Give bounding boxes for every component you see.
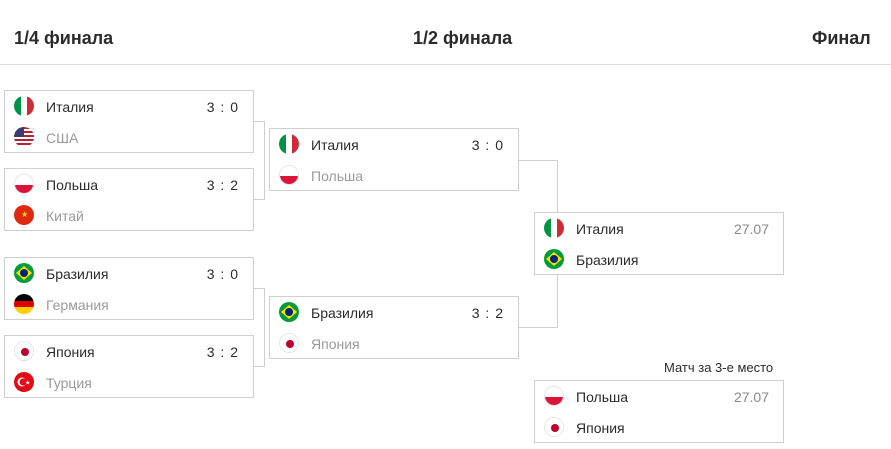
- bracket-connector: [557, 275, 558, 328]
- team-name: Япония: [576, 419, 625, 436]
- match-date: 27.07: [733, 388, 769, 405]
- usa-flag-icon: [14, 127, 34, 147]
- china-flag-icon: ★: [14, 205, 34, 225]
- italy-flag-icon: [279, 134, 299, 154]
- team-row: Италия 27.07: [535, 213, 783, 244]
- svg-text:★: ★: [25, 380, 30, 387]
- bracket-connector: [254, 288, 264, 289]
- team-name: Япония: [46, 343, 95, 360]
- team-row: Бразилия: [535, 244, 783, 275]
- team-name: Италия: [311, 136, 359, 153]
- bracket-connector: [519, 160, 557, 161]
- header-quarterfinals: 1/4 финала: [14, 28, 114, 48]
- brazil-flag-icon: [279, 302, 299, 322]
- team-row: Италия 3 : 0: [5, 91, 253, 122]
- team-name: Италия: [576, 220, 624, 237]
- team-name: США: [46, 129, 79, 146]
- team-row: Германия: [5, 289, 253, 320]
- bracket-connector: [254, 121, 264, 122]
- team-row: Италия 3 : 0: [270, 129, 518, 160]
- header-final: Финал: [812, 28, 871, 48]
- italy-flag-icon: [14, 96, 34, 116]
- quarterfinal-match-2[interactable]: Польша 3 : 2 ★ Китай: [4, 168, 254, 231]
- match-score: 3 : 0: [471, 136, 504, 153]
- bracket-connector: [264, 288, 265, 367]
- bracket-connector: [254, 366, 264, 367]
- team-row: ★ Турция: [5, 367, 253, 398]
- team-row: Польша 27.07: [535, 381, 783, 412]
- team-row: США: [5, 122, 253, 153]
- quarterfinal-match-4[interactable]: Япония 3 : 2 ★ Турция: [4, 335, 254, 398]
- team-name: Польша: [311, 167, 364, 184]
- team-name: Польша: [46, 176, 99, 193]
- team-name: Германия: [46, 296, 109, 313]
- germany-flag-icon: [14, 294, 34, 314]
- match-date: 27.07: [733, 220, 769, 237]
- semifinal-match-1[interactable]: Италия 3 : 0 Польша: [269, 128, 519, 191]
- match-score: 3 : 0: [206, 265, 239, 282]
- team-row: Япония: [535, 412, 783, 443]
- match-score: 3 : 2: [471, 304, 504, 321]
- japan-flag-icon: [279, 333, 299, 353]
- team-name: Япония: [311, 335, 360, 352]
- quarterfinal-match-1[interactable]: Италия 3 : 0 США: [4, 90, 254, 153]
- japan-flag-icon: [14, 341, 34, 361]
- italy-flag-icon: [544, 218, 564, 238]
- poland-flag-icon: [14, 174, 34, 194]
- poland-flag-icon: [544, 386, 564, 406]
- third-place-label: Матч за 3-е место: [664, 360, 774, 375]
- team-name: Китай: [46, 207, 84, 224]
- brazil-flag-icon: [544, 249, 564, 269]
- brazil-flag-icon: [14, 263, 34, 283]
- match-score: 3 : 2: [206, 176, 239, 193]
- team-name: Италия: [46, 98, 94, 115]
- team-row: ★ Китай: [5, 200, 253, 231]
- third-place-match[interactable]: Польша 27.07 Япония: [534, 380, 784, 443]
- poland-flag-icon: [279, 165, 299, 185]
- bracket-connector: [557, 160, 558, 212]
- turkey-flag-icon: ★: [14, 372, 34, 392]
- team-row: Япония 3 : 2: [5, 336, 253, 367]
- team-name: Польша: [576, 388, 629, 405]
- header-semifinals: 1/2 финала: [413, 28, 513, 48]
- team-row: Польша 3 : 2: [5, 169, 253, 200]
- team-name: Бразилия: [46, 265, 109, 282]
- team-name: Бразилия: [576, 251, 639, 268]
- japan-flag-icon: [544, 417, 564, 437]
- team-row: Польша: [270, 160, 518, 191]
- final-match[interactable]: Италия 27.07 Бразилия: [534, 212, 784, 275]
- team-row: Бразилия 3 : 0: [5, 258, 253, 289]
- bracket-connector: [254, 199, 264, 200]
- team-name: Бразилия: [311, 304, 374, 321]
- match-score: 3 : 2: [206, 343, 239, 360]
- semifinal-match-2[interactable]: Бразилия 3 : 2 Япония: [269, 296, 519, 359]
- quarterfinal-match-3[interactable]: Бразилия 3 : 0 Германия: [4, 257, 254, 320]
- svg-text:★: ★: [21, 210, 28, 219]
- bracket-connector: [519, 327, 557, 328]
- team-row: Япония: [270, 328, 518, 359]
- bracket-connector: [264, 121, 265, 200]
- header-divider: [0, 64, 891, 65]
- match-score: 3 : 0: [206, 98, 239, 115]
- team-row: Бразилия 3 : 2: [270, 297, 518, 328]
- team-name: Турция: [46, 374, 92, 391]
